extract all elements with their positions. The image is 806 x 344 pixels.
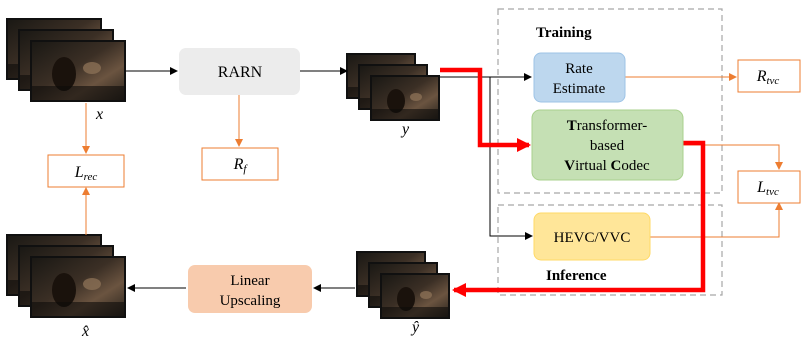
r-f-box <box>201 147 279 181</box>
frames-y-hat <box>356 251 450 319</box>
rate-estimate-box <box>533 52 626 103</box>
output-frames-x-hat <box>6 234 126 318</box>
r-f-label: Rf <box>233 156 249 175</box>
frames-y <box>346 53 440 121</box>
tvc-label-line-3: Virtual Codec <box>564 158 650 174</box>
y-label: y <box>400 121 410 138</box>
upscale-label-2: Upscaling <box>220 293 281 309</box>
y-hat-label: ŷ <box>410 319 420 336</box>
training-label: Training <box>536 25 592 41</box>
tvc-box <box>531 109 684 181</box>
upscale-label-1: Linear <box>230 273 269 289</box>
red-arrow-tvc-to-y-hat <box>452 140 706 297</box>
inference-label: Inference <box>546 268 607 284</box>
r-tvc-box <box>737 59 801 93</box>
hevc-vvc-box <box>533 212 651 261</box>
l-tvc-label: Ltvc <box>756 179 779 198</box>
rarn-box <box>179 48 300 95</box>
r-tvc-label: Rtvc <box>756 68 780 87</box>
hevc-vvc-label: HEVC/VVC <box>554 230 631 246</box>
inference-region <box>497 204 723 296</box>
l-rec-box <box>47 154 125 188</box>
rate-estimate-label-1: Rate <box>565 61 593 77</box>
tvc-label-line-1: Transformer- <box>567 118 648 134</box>
l-rec-label: Lrec <box>74 164 98 183</box>
rarn-label: RARN <box>218 64 263 81</box>
tvc-label-line-2: based <box>590 138 625 154</box>
training-region <box>497 8 723 194</box>
input-frames-x <box>6 18 126 102</box>
arrow-hevc-to-ltvc <box>650 202 783 238</box>
l-tvc-box <box>737 170 801 204</box>
rate-estimate-label-2: Estimate <box>553 81 606 97</box>
arrow-tvc-to-ltvc <box>683 144 783 170</box>
linear-upscaling-box <box>188 265 312 313</box>
red-arrow-y-to-tvc <box>440 67 531 152</box>
x-label: x <box>95 106 103 123</box>
arrow-y-to-hevc <box>489 77 533 240</box>
x-hat-label: x̂ <box>81 323 89 340</box>
